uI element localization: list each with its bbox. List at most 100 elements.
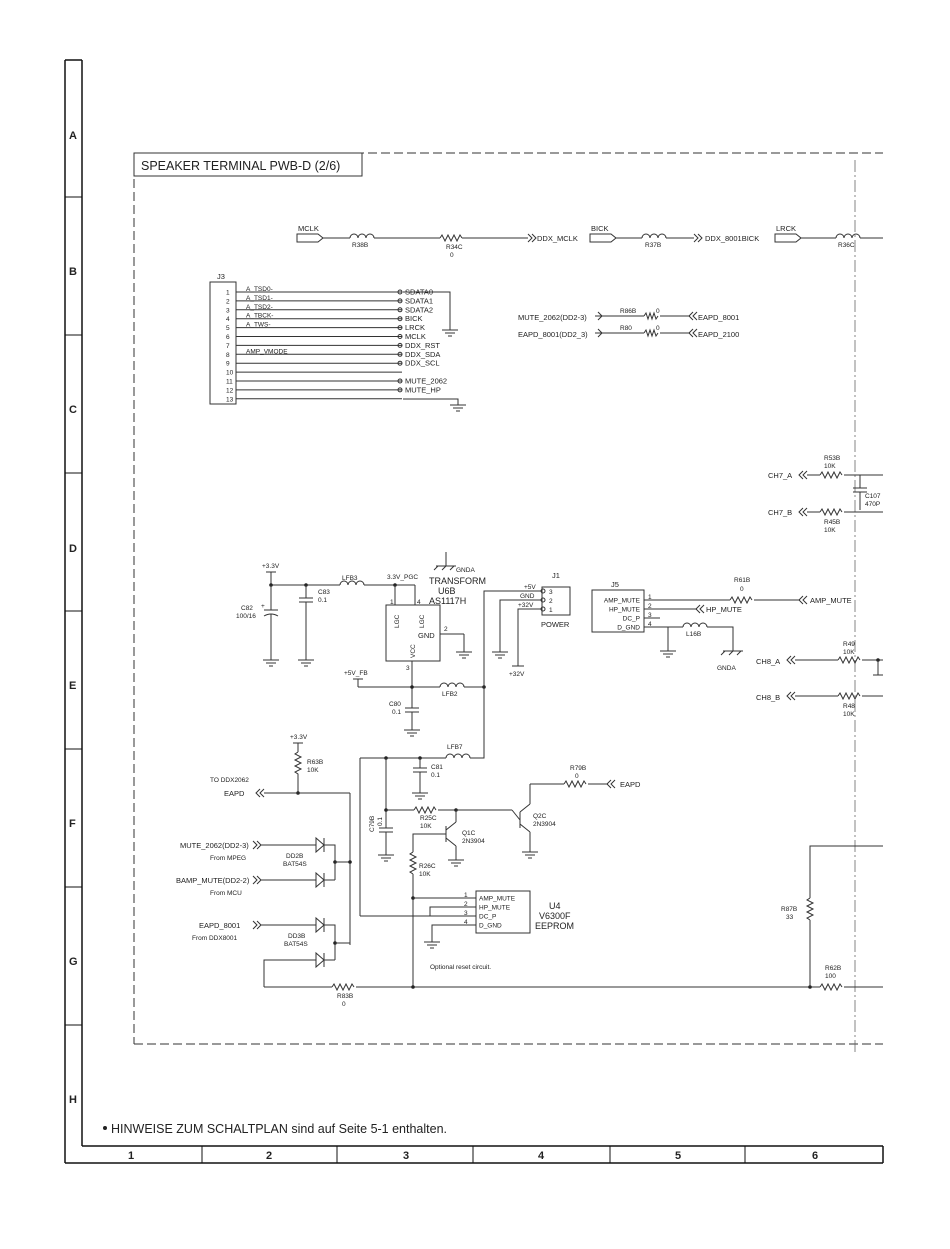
footnote-text: HINWEISE ZUM SCHALTPLAN sind auf Seite 5…	[111, 1122, 447, 1136]
u6b-pin4: 4	[417, 599, 421, 606]
q1c-type: 2N3904	[462, 838, 485, 845]
j1-5v: +5V	[524, 584, 536, 591]
dd3b-label: DD3B	[288, 933, 305, 940]
v5fb-label: +5V_FB	[344, 670, 368, 677]
v33-pgc-label: 3.3V_PGC	[387, 574, 418, 581]
from-ddx8001-label: From DDX8001	[192, 935, 238, 942]
dd2b-label: DD2B	[286, 853, 303, 860]
u4-pin-name: HP_MUTE	[479, 905, 511, 912]
j1-pin3: 3	[549, 589, 553, 596]
j3-terminal	[397, 351, 403, 357]
eapd-8001-net: EAPD_8001	[698, 313, 739, 322]
ch8-network: CH8_A R49 10K CH8_B R48 10K	[756, 641, 883, 718]
j3-left-net: A_TWS-	[246, 322, 271, 329]
r80-value: 0	[656, 325, 660, 332]
j3-pin-number: 12	[226, 387, 234, 394]
j3-left-net: A_TSD0-	[246, 286, 273, 293]
j1-pin2: 2	[549, 598, 553, 605]
j3-ref: J3	[217, 272, 225, 281]
optional-reset-note: Optional reset circuit.	[430, 964, 491, 971]
j3-right-net: MUTE_2062	[405, 377, 447, 386]
r80-label: R80	[620, 325, 632, 332]
gnda-label-2: GNDA	[717, 665, 736, 672]
dd2b-type: BAT54S	[283, 861, 307, 868]
r53b-label: R53B	[824, 455, 840, 462]
j3-right-net: BICK	[405, 314, 423, 323]
j3-pin-number: 1	[226, 290, 230, 297]
to-ddx2062-label: TO DDX2062	[210, 777, 249, 784]
from-mcu-label: From MCU	[210, 890, 242, 897]
r45b-value: 10K	[824, 527, 836, 534]
col-label-4: 4	[538, 1150, 545, 1162]
j3-pin-number: 8	[226, 352, 230, 359]
row-label-a: A	[69, 130, 77, 142]
j3-right-net: SDATA1	[405, 296, 433, 305]
power-regulator: +3.3V LFB3 3.3V_PGC C83 0.1 + C82 100/16…	[236, 552, 571, 755]
j3-terminal	[397, 378, 403, 384]
u4-pin-number: 3	[464, 910, 468, 917]
j3-pin-number: 3	[226, 307, 230, 314]
r53b-value: 10K	[824, 463, 836, 470]
lfb7-label: LFB7	[447, 744, 463, 751]
j3-left-net: A_TBCK-	[246, 313, 273, 320]
lfb2-label: LFB2	[442, 691, 458, 698]
j3-left-net: AMP_VMODE	[246, 348, 288, 355]
r63b-value: 10K	[307, 767, 319, 774]
board-outline: SPEAKER TERMINAL PWB-D (2/6)	[133, 152, 883, 1055]
j3-terminal	[397, 289, 403, 295]
j3-right-net: LRCK	[405, 323, 425, 332]
j3-right-net: MUTE_HP	[405, 385, 441, 394]
r63b-label: R63B	[307, 759, 323, 766]
sheet-title: SPEAKER TERMINAL PWB-D (2/6)	[141, 159, 340, 173]
ch8b-net: CH8_B	[756, 693, 780, 702]
reset-v33-label: +3.3V	[290, 734, 308, 741]
j3-right-net: DDX_SCL	[405, 359, 440, 368]
net-ddx-8001bick-label: DDX_8001BICK	[705, 234, 759, 243]
eapd-8001-input: EAPD_8001	[199, 921, 240, 930]
c80-value: 0.1	[392, 709, 401, 716]
u6b-gnd: GND	[418, 631, 435, 640]
r83b-label: R83B	[337, 993, 353, 1000]
footnote: HINWEISE ZUM SCHALTPLAN sind auf Seite 5…	[103, 1122, 447, 1136]
r86b-label: R86B	[620, 308, 636, 315]
r86b-value: 0	[656, 308, 660, 315]
q2c-type: 2N3904	[533, 821, 556, 828]
r83b-value: 0	[342, 1001, 346, 1008]
r37b-label: R37B	[645, 242, 661, 249]
eapd-2100-net: EAPD_2100	[698, 330, 739, 339]
ch7-network: R53B 10K CH7_A C107 470P CH7_B R45B 10K	[768, 455, 883, 534]
r25c-value: 10K	[420, 823, 432, 830]
j1-32v: +32V	[518, 602, 534, 609]
row-label-d: D	[69, 543, 77, 555]
r61b-value: 0	[740, 586, 744, 593]
r26c-value: 10K	[419, 871, 431, 878]
ch7a-net: CH7_A	[768, 471, 792, 480]
row-label-b: B	[69, 266, 77, 278]
u4-pin-number: 4	[464, 919, 468, 926]
l16b-label: L16B	[686, 631, 701, 638]
row-label-g: G	[69, 956, 78, 968]
j3-terminal	[397, 298, 403, 304]
eapd-in-net: EAPD	[620, 780, 641, 789]
j3-pin-number: 2	[226, 298, 230, 305]
u4-pin-number: 2	[464, 901, 468, 908]
net-bick-label: BICK	[591, 224, 609, 233]
eapd-links: MUTE_2062(DD2-3) R86B 0 EAPD_8001 EAPD_8…	[518, 308, 739, 339]
c81-label: C81	[431, 764, 443, 771]
v33-label: +3.3V	[262, 563, 280, 570]
j3-terminal	[397, 387, 403, 393]
r87b-value: 33	[786, 914, 794, 921]
u4-type: V6300F	[539, 911, 571, 921]
c107-label: C107	[865, 493, 881, 500]
row-label-h: H	[69, 1094, 77, 1106]
r61b-label: R61B	[734, 577, 750, 584]
j5-pin-number: 3	[648, 612, 652, 619]
j3-left-net: A_TSD1-	[246, 295, 273, 302]
reset-eapd-net: EAPD	[224, 789, 245, 798]
c83-label: C83	[318, 589, 330, 596]
r34c-label: R34C	[446, 244, 463, 251]
r87b-label: R87B	[781, 906, 797, 913]
